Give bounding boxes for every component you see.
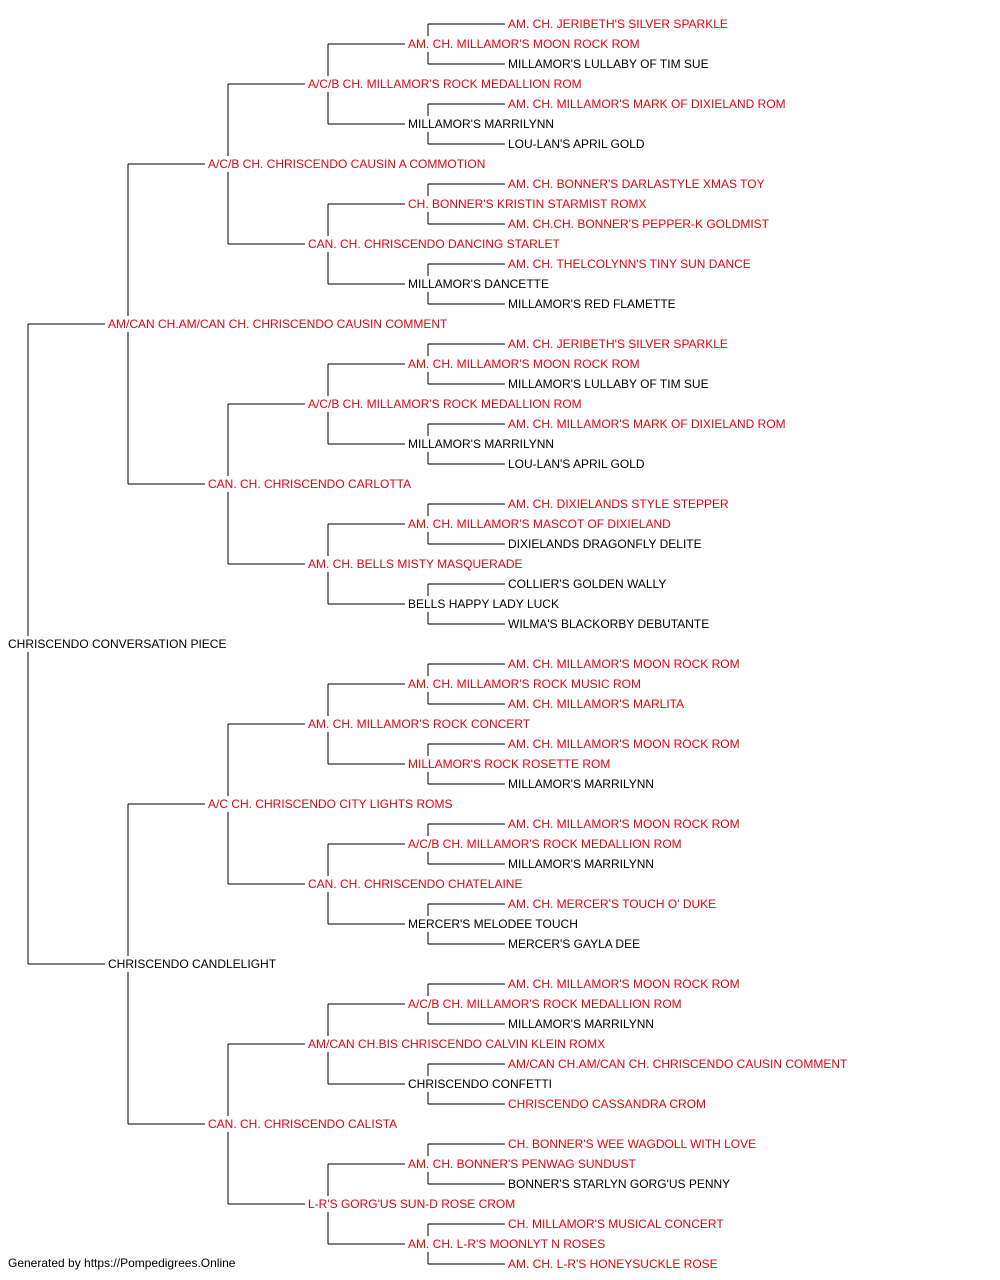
sire-name: AM. CH. MILLAMOR'S MOON ROCK ROM (408, 37, 640, 51)
dam-name: CHRISCENDO CASSANDRA CROM (508, 1097, 706, 1111)
sire-name: CH. MILLAMOR'S MUSICAL CONCERT (508, 1217, 724, 1231)
dam-name: MILLAMOR'S RED FLAMETTE (508, 297, 676, 311)
sire-name: A/C CH. CHRISCENDO CITY LIGHTS ROMS (208, 797, 452, 811)
dam-name: MILLAMOR'S DANCETTE (408, 277, 549, 291)
dam-name: MERCER'S GAYLA DEE (508, 937, 640, 951)
sire-name: COLLIER'S GOLDEN WALLY (508, 577, 666, 591)
dam-name: LOU-LAN'S APRIL GOLD (508, 137, 645, 151)
dam-name: L-R'S GORG'US SUN-D ROSE CROM (308, 1197, 515, 1211)
sire-name: A/C/B CH. MILLAMOR'S ROCK MEDALLION ROM (308, 397, 582, 411)
dam-name: MILLAMOR'S ROCK ROSETTE ROM (408, 757, 610, 771)
sire-name: AM. CH. MILLAMOR'S MARK OF DIXIELAND ROM (508, 417, 786, 431)
dam-name: MILLAMOR'S LULLABY OF TIM SUE (508, 377, 709, 391)
sire-name: AM. CH. JERIBETH'S SILVER SPARKLE (508, 17, 728, 31)
dam-name: DIXIELANDS DRAGONFLY DELITE (508, 537, 702, 551)
dam-name: MILLAMOR'S LULLABY OF TIM SUE (508, 57, 709, 71)
sire-name: A/C/B CH. MILLAMOR'S ROCK MEDALLION ROM (408, 837, 682, 851)
sire-name: A/C/B CH. CHRISCENDO CAUSIN A COMMOTION (208, 157, 485, 171)
dam-name: CHRISCENDO CONFETTI (408, 1077, 552, 1091)
sire-name: AM. CH. MILLAMOR'S MOON ROCK ROM (508, 737, 740, 751)
sire-name: CH. BONNER'S KRISTIN STARMIST ROMX (408, 197, 647, 211)
dam-name: AM. CH.CH. BONNER'S PEPPER-K GOLDMIST (508, 217, 770, 231)
sire-name: AM/CAN CH.BIS CHRISCENDO CALVIN KLEIN RO… (308, 1037, 605, 1051)
dog-names: CHRISCENDO CONVERSATION PIECE AM/CAN CH.A… (8, 17, 848, 1271)
sire-name: AM. CH. DIXIELANDS STYLE STEPPER (508, 497, 729, 511)
dam-name: CAN. CH. CHRISCENDO DANCING STARLET (308, 237, 560, 251)
dam-name: BONNER'S STARLYN GORG'US PENNY (508, 1177, 730, 1191)
dam-name: AM. CH. L-R'S MOONLYT N ROSES (408, 1237, 605, 1251)
sire-name: AM. CH. MILLAMOR'S MOON ROCK ROM (508, 817, 740, 831)
dam-name: BELLS HAPPY LADY LUCK (408, 597, 559, 611)
dam-name: AM. CH. BELLS MISTY MASQUERADE (308, 557, 523, 571)
sire-name: AM. CH. MILLAMOR'S MASCOT OF DIXIELAND (408, 517, 671, 531)
dam-name: CAN. CH. CHRISCENDO CALISTA (208, 1117, 397, 1131)
sire-name: AM. CH. BONNER'S DARLASTYLE XMAS TOY (508, 177, 765, 191)
dam-name: CHRISCENDO CANDLELIGHT (108, 957, 277, 971)
dam-name: AM. CH. L-R'S HONEYSUCKLE ROSE (508, 1257, 718, 1271)
dam-name: MILLAMOR'S MARRILYNN (408, 437, 554, 451)
sire-name: AM. CH. MILLAMOR'S ROCK MUSIC ROM (408, 677, 641, 691)
sire-name: CH. BONNER'S WEE WAGDOLL WITH LOVE (508, 1137, 756, 1151)
dam-name: MILLAMOR'S MARRILYNN (408, 117, 554, 131)
dam-name: WILMA'S BLACKORBY DEBUTANTE (508, 617, 709, 631)
dam-name: MILLAMOR'S MARRILYNN (508, 857, 654, 871)
sire-name: AM. CH. MILLAMOR'S MOON ROCK ROM (508, 657, 740, 671)
sire-name: AM. CH. THELCOLYNN'S TINY SUN DANCE (508, 257, 751, 271)
dam-name: AM. CH. MILLAMOR'S MARLITA (508, 697, 684, 711)
sire-name: AM. CH. MERCER'S TOUCH O' DUKE (508, 897, 716, 911)
sire-name: AM. CH. MILLAMOR'S MOON ROCK ROM (508, 977, 740, 991)
footer-credit: Generated by https://Pompedigrees.Online (8, 1256, 236, 1270)
subject-name: CHRISCENDO CONVERSATION PIECE (8, 637, 226, 651)
sire-name: AM/CAN CH.AM/CAN CH. CHRISCENDO CAUSIN C… (108, 317, 448, 331)
sire-name: AM. CH. MILLAMOR'S MOON ROCK ROM (408, 357, 640, 371)
sire-name: AM. CH. JERIBETH'S SILVER SPARKLE (508, 337, 728, 351)
dam-name: CAN. CH. CHRISCENDO CARLOTTA (208, 477, 411, 491)
sire-name: AM/CAN CH.AM/CAN CH. CHRISCENDO CAUSIN C… (508, 1057, 848, 1071)
sire-name: AM. CH. BONNER'S PENWAG SUNDUST (408, 1157, 637, 1171)
sire-name: A/C/B CH. MILLAMOR'S ROCK MEDALLION ROM (308, 77, 582, 91)
sire-name: A/C/B CH. MILLAMOR'S ROCK MEDALLION ROM (408, 997, 682, 1011)
dam-name: LOU-LAN'S APRIL GOLD (508, 457, 645, 471)
dam-name: MILLAMOR'S MARRILYNN (508, 1017, 654, 1031)
connector-lines (27, 23, 505, 1265)
dam-name: MILLAMOR'S MARRILYNN (508, 777, 654, 791)
sire-name: AM. CH. MILLAMOR'S MARK OF DIXIELAND ROM (508, 97, 786, 111)
dam-name: MERCER'S MELODEE TOUCH (408, 917, 578, 931)
sire-name: AM. CH. MILLAMOR'S ROCK CONCERT (308, 717, 531, 731)
dam-name: CAN. CH. CHRISCENDO CHATELAINE (308, 877, 522, 891)
